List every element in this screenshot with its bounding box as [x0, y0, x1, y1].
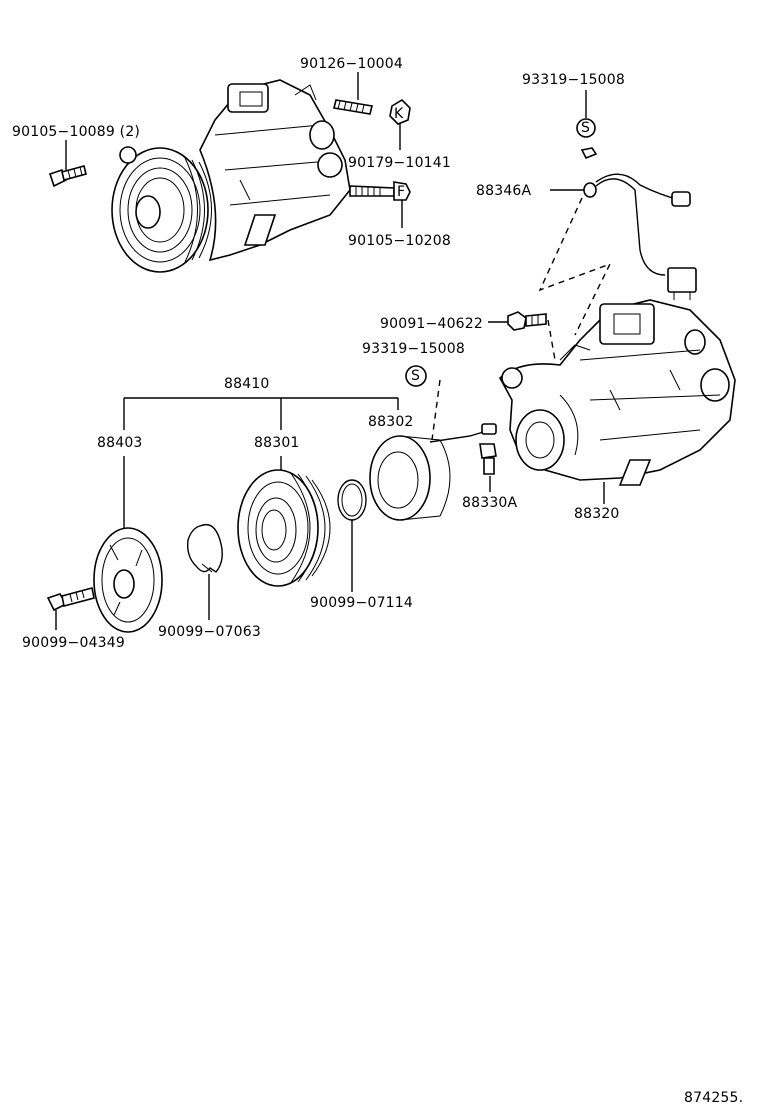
- bolt-90105-10208: F: [349, 181, 411, 201]
- label-93319-15008-top: 93319−15008: [522, 72, 625, 88]
- label-90099-04349: 90099−04349: [22, 635, 125, 651]
- k-mark: K: [394, 106, 404, 122]
- bolt-90099-04349: [46, 587, 95, 612]
- label-88346a: 88346A: [476, 183, 532, 199]
- s-mark-mid: S: [411, 368, 420, 384]
- label-90091-40622: 90091−40622: [380, 316, 483, 332]
- label-90179-10141: 90179−10141: [348, 155, 451, 171]
- screw-s-mark-mid: S: [405, 365, 427, 387]
- label-88330a: 88330A: [462, 495, 518, 511]
- sensor-wire-88346a: [538, 173, 697, 336]
- label-90099-07063: 90099−07063: [158, 624, 261, 640]
- label-88403: 88403: [97, 435, 143, 451]
- bolt-90091-40622: [507, 311, 556, 361]
- compressor-body-88320: [498, 299, 736, 486]
- label-88302: 88302: [368, 414, 414, 430]
- pulley-88301: [237, 469, 331, 587]
- bolt-90105-10089: [48, 165, 87, 188]
- label-90105-10208: 90105−10208: [348, 233, 451, 249]
- screw-s-mark-top: S: [576, 118, 598, 160]
- label-88320: 88320: [574, 506, 620, 522]
- dash-93319b: [431, 379, 441, 441]
- label-93319-15008-mid: 93319−15008: [362, 341, 465, 357]
- s-mark-top: S: [581, 120, 590, 136]
- compressor-assembly-illustration: [111, 79, 351, 273]
- snap-ring-90099-07114: [337, 479, 367, 521]
- label-88410: 88410: [224, 376, 270, 392]
- f-mark: F: [397, 184, 405, 200]
- clutch-hub-88403: [93, 527, 163, 633]
- label-90126-10004: 90126−10004: [300, 56, 403, 72]
- diagram-code: 874255.: [684, 1090, 743, 1106]
- nut-90179-10141: K: [389, 98, 411, 125]
- label-90105-10089: 90105−10089 (2): [12, 124, 140, 140]
- label-90099-07114: 90099−07114: [310, 595, 413, 611]
- label-88301: 88301: [254, 435, 300, 451]
- bolt-90126-10004: [333, 99, 373, 115]
- field-coil-88302: [369, 423, 497, 521]
- connector-88330a: [479, 443, 497, 475]
- snap-ring-90099-07063: [186, 523, 223, 573]
